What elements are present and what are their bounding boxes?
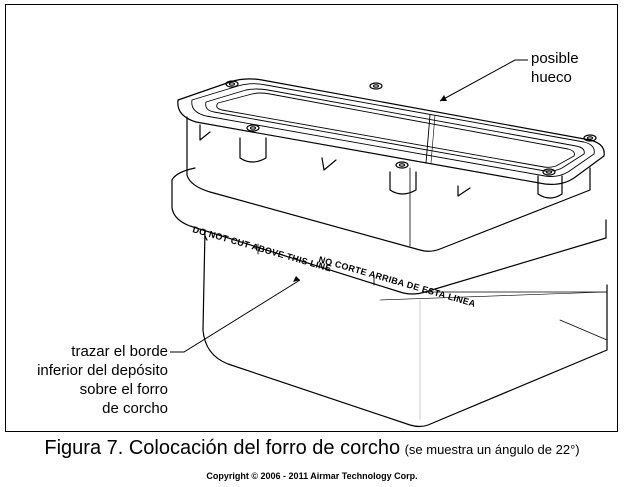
tank-lower-block: [202, 229, 608, 428]
trace-callout-line: sobre el forro: [79, 381, 168, 398]
cork-liner: [171, 167, 608, 301]
trace-callout-line: trazar el borde: [71, 343, 168, 360]
arrowhead: [440, 95, 447, 101]
gap-callout-line: posible: [531, 50, 579, 67]
flange-screw-holes: [225, 80, 597, 176]
gap-callout: posible hueco: [531, 49, 579, 87]
trace-callout: trazar el borde inferior del depósito so…: [5, 342, 168, 418]
figure-frame: [5, 4, 618, 432]
stencil-text-english: DO NOT CUT ABOVE THIS LINE: [191, 224, 332, 273]
tank-flange: [177, 78, 605, 185]
trace-callout-line: de corcho: [102, 400, 168, 417]
figure-caption: Figura 7. Colocación del forro de corcho…: [0, 437, 624, 460]
tank-upper-walls: [186, 116, 591, 252]
caption-title: Figura 7. Colocación del forro de corcho: [44, 437, 401, 459]
arrowhead: [293, 276, 300, 282]
caption-note: (se muestra un ángulo de 22°): [404, 442, 580, 457]
gap-callout-line: hueco: [531, 69, 572, 86]
copyright-notice: Copyright © 2006 - 2011 Airmar Technolog…: [206, 471, 418, 481]
stencil-text-spanish: NO CORTE ARRIBA DE ESTA LINEA: [317, 254, 477, 309]
leader-lines: [170, 59, 528, 353]
mounting-bosses: [199, 124, 563, 199]
trace-callout-line: inferior del depósito: [37, 362, 168, 379]
